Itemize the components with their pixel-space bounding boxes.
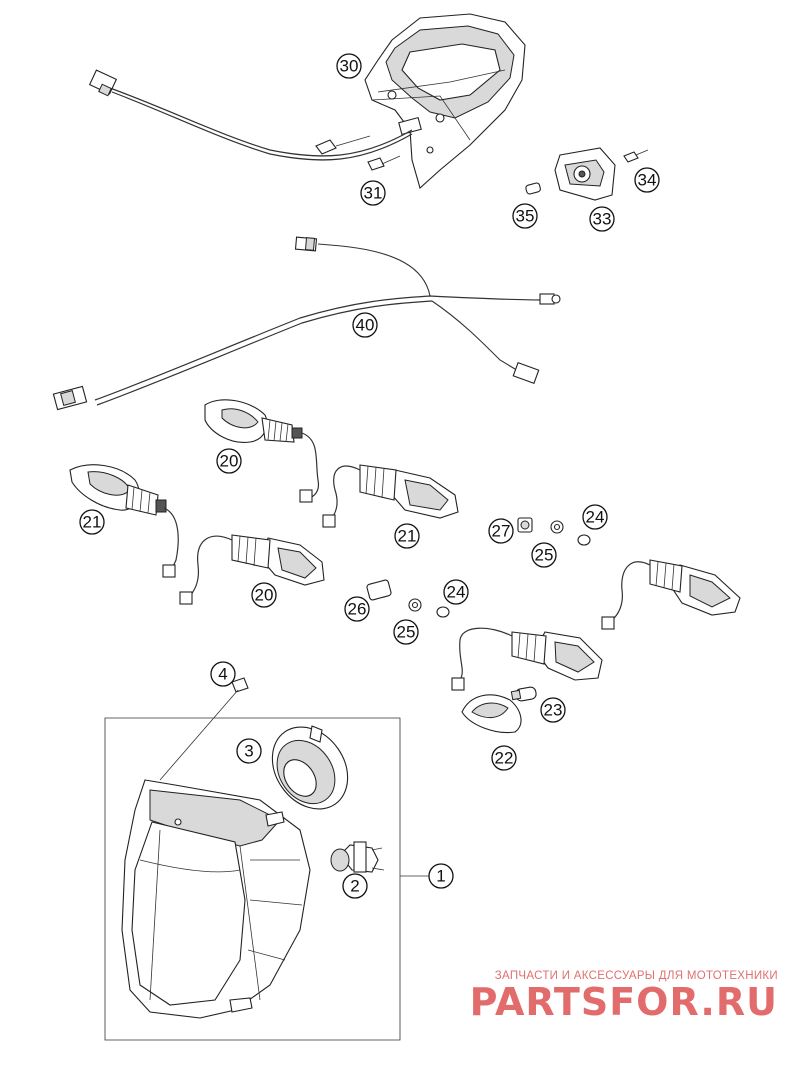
callout-26: 26 [344, 596, 370, 622]
nut-25-upper [550, 520, 564, 534]
screw-34 [623, 149, 649, 163]
reflector-ring [271, 725, 349, 810]
indicator-21-right [322, 464, 459, 528]
screw-4 [159, 677, 249, 781]
headlight-kit-frame [104, 717, 430, 1041]
indicator-20-upper [204, 399, 320, 503]
washer-24-lower [436, 606, 450, 618]
svg-text:3: 3 [244, 742, 253, 761]
indicator-23 [451, 627, 603, 691]
svg-text:20: 20 [255, 586, 274, 605]
watermark-brand: PARTSFOR.RU [469, 980, 778, 1024]
callout-30: 30 [336, 53, 362, 79]
callout-22: 22 [491, 745, 517, 771]
svg-text:27: 27 [492, 522, 511, 541]
svg-text:33: 33 [593, 210, 612, 229]
watermark-subtitle: ЗАПЧАСТИ И АКСЕССУАРЫ ДЛЯ МОТОТЕХНИКИ [494, 970, 778, 982]
callout-24-upper: 24 [582, 504, 608, 530]
svg-text:25: 25 [397, 623, 416, 642]
callout-3: 3 [236, 738, 262, 764]
callout-35: 35 [512, 203, 538, 229]
watermark: ЗАПЧАСТИ И АКСЕССУАРЫ ДЛЯ МОТОТЕХНИКИ PA… [470, 970, 778, 1022]
svg-text:21: 21 [398, 527, 417, 546]
callout-20-upper: 20 [216, 448, 242, 474]
svg-text:20: 20 [220, 452, 239, 471]
svg-text:22: 22 [495, 749, 514, 768]
bulb-35 [525, 182, 541, 195]
callout-21-right: 21 [394, 523, 420, 549]
lens-22 [461, 694, 522, 734]
callout-20-lower: 20 [251, 582, 277, 608]
svg-text:23: 23 [544, 701, 563, 720]
callout-31: 31 [360, 180, 386, 206]
callout-25-lower: 25 [393, 619, 419, 645]
license-light [554, 147, 616, 201]
headlight-bulb [330, 841, 385, 873]
callout-23: 23 [540, 697, 566, 723]
svg-text:35: 35 [516, 207, 535, 226]
callout-27: 27 [488, 518, 514, 544]
svg-text:30: 30 [340, 57, 359, 76]
callout-25-upper: 25 [531, 542, 557, 568]
svg-text:4: 4 [218, 665, 227, 684]
svg-text:31: 31 [364, 184, 383, 203]
svg-text:24: 24 [586, 508, 605, 527]
svg-text:34: 34 [638, 171, 657, 190]
callout-1: 1 [428, 863, 454, 889]
callout-34: 34 [634, 167, 660, 193]
tail-light [364, 13, 526, 189]
callout-24-lower: 24 [443, 579, 469, 605]
callout-40: 40 [352, 312, 378, 338]
callout-33: 33 [589, 206, 615, 232]
indicator-20-lower [179, 534, 325, 605]
callout-21-left: 21 [79, 509, 105, 535]
spacer-26 [366, 579, 392, 601]
washer-24-upper [577, 534, 591, 546]
svg-text:25: 25 [535, 546, 554, 565]
callout-2: 2 [342, 873, 368, 899]
indicator-right-upper [601, 559, 741, 630]
callout-4: 4 [210, 661, 236, 687]
bolt-31 [315, 135, 401, 171]
svg-text:2: 2 [350, 877, 359, 896]
svg-text:24: 24 [447, 583, 466, 602]
wiring-harness [52, 236, 561, 411]
svg-text:21: 21 [83, 513, 102, 532]
indicator-21-left [69, 464, 179, 578]
svg-text:1: 1 [436, 867, 445, 886]
headlight-assembly [121, 779, 311, 1019]
grommet-27 [517, 517, 533, 533]
nut-25-lower [408, 598, 422, 612]
svg-text:40: 40 [356, 316, 375, 335]
bulb-23 [510, 686, 537, 702]
svg-text:26: 26 [348, 600, 367, 619]
tail-light-wire [88, 69, 413, 161]
